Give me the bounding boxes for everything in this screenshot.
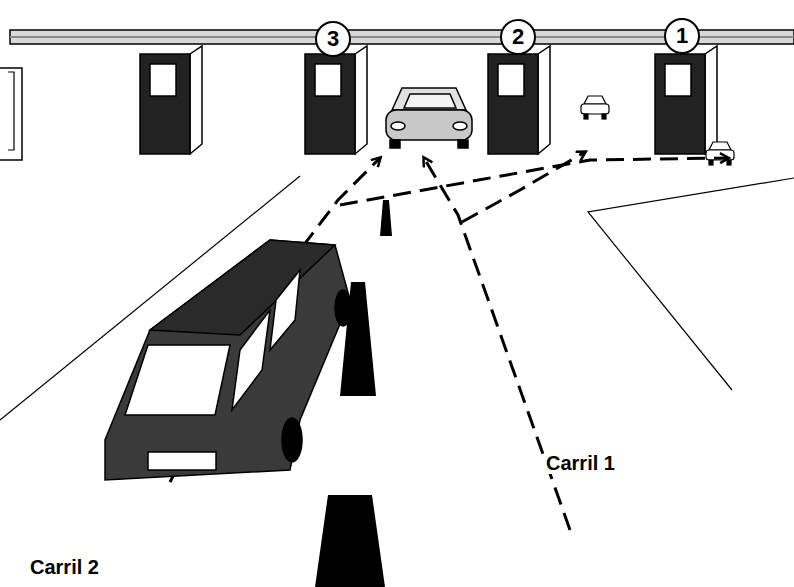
callout-circle: 3 <box>315 21 351 57</box>
callout-number: 3 <box>327 28 339 50</box>
callout-number: 2 <box>512 26 524 48</box>
callout-number: 1 <box>676 25 688 47</box>
lane-label: Carril 1 <box>544 452 617 474</box>
callout-circle: 1 <box>664 18 700 54</box>
lane-label: Carril 2 <box>28 556 101 578</box>
callout-circle: 2 <box>500 19 536 55</box>
